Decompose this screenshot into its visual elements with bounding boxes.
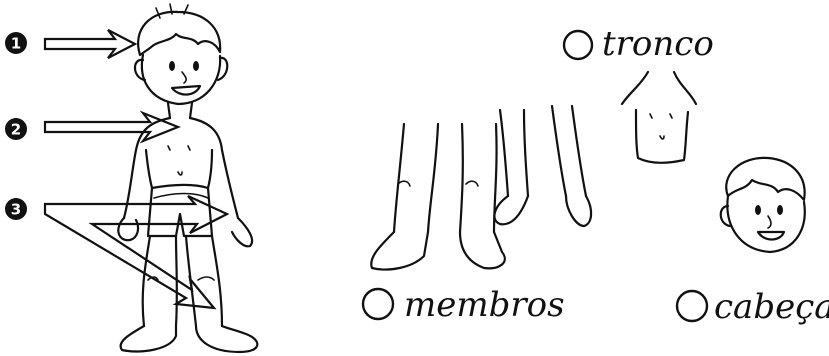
option-tronco-label: tronco (602, 24, 714, 64)
option-membros-label: membros (404, 285, 565, 325)
radio-circle-cabeca[interactable] (677, 291, 707, 321)
limbs-drawing (371, 106, 591, 270)
marker-3-number: 3 (11, 201, 21, 219)
trunk-drawing (622, 72, 696, 163)
option-cabeca-label: cabeça (714, 287, 829, 327)
arrow-3-icon (45, 196, 227, 308)
option-tronco[interactable]: tronco (564, 24, 714, 64)
arrow-1-icon (45, 30, 135, 58)
marker-2-number: 2 (11, 121, 21, 139)
arrow-2-icon (45, 113, 178, 141)
marker-2: 2 (5, 118, 27, 140)
head-drawing (721, 158, 805, 252)
option-membros[interactable]: membros (363, 285, 565, 325)
marker-1: 1 (5, 32, 27, 54)
option-cabeca[interactable]: cabeça (677, 287, 829, 327)
marker-3: 3 (5, 198, 27, 220)
radio-circle-tronco[interactable] (564, 31, 592, 59)
radio-circle-membros[interactable] (363, 289, 393, 319)
marker-1-number: 1 (11, 35, 21, 53)
